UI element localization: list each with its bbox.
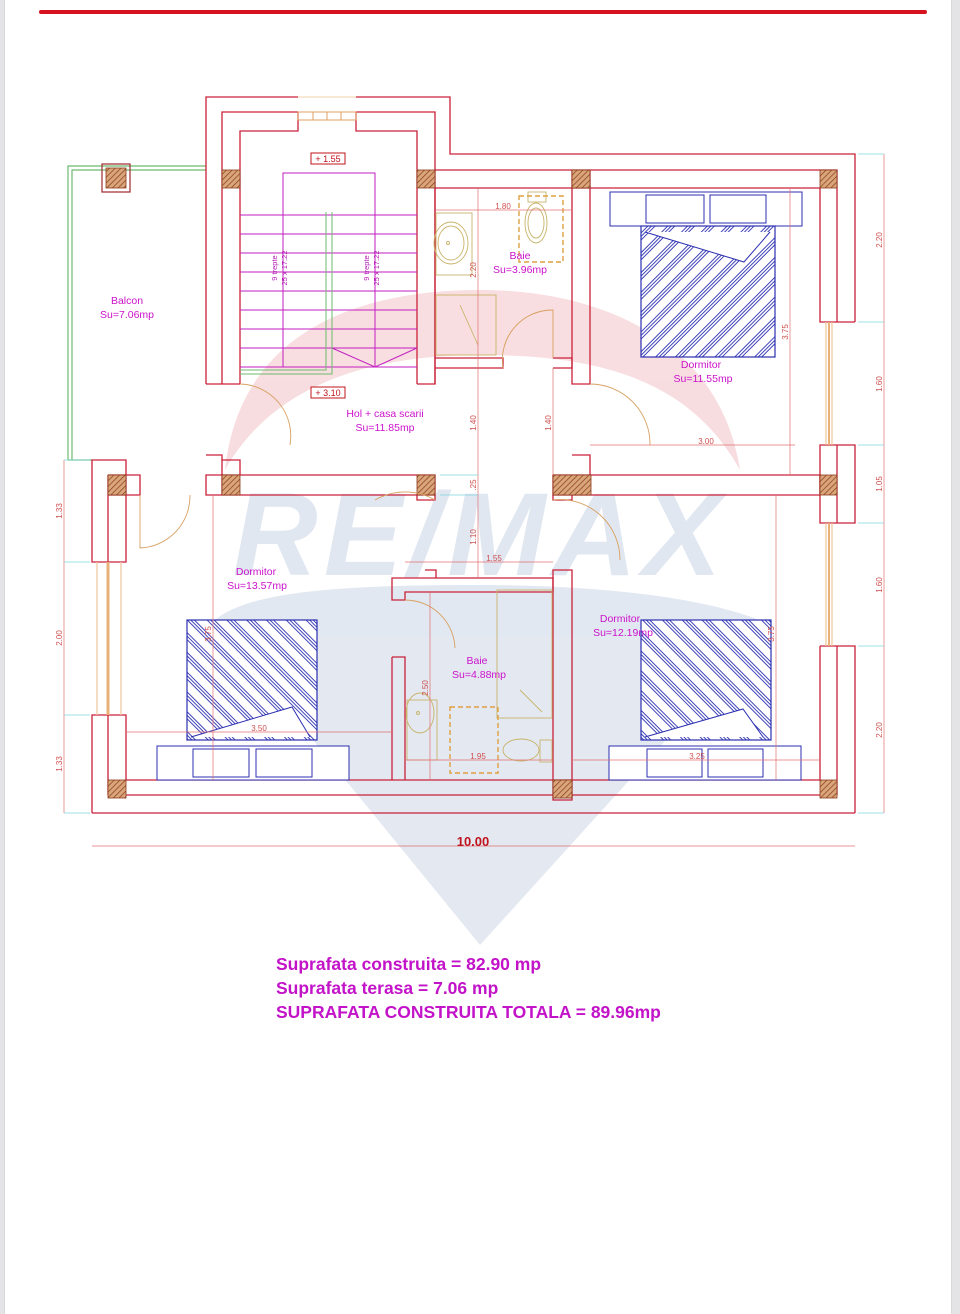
dim-corridor-lower: 1.10 <box>469 529 478 545</box>
dim-dormitor3-height: 3.75 <box>767 626 776 642</box>
dim-hol-right: 1.40 <box>544 415 553 431</box>
room-hol-area: Su=11.85mp <box>355 422 414 434</box>
dimension-lines <box>63 154 885 847</box>
staircase <box>240 172 418 368</box>
stair-window <box>297 96 357 121</box>
header-accent-bar <box>39 10 927 14</box>
dim-dormitor1-height: 3.75 <box>781 324 790 340</box>
windows <box>96 322 833 715</box>
stair-handrail <box>240 212 333 375</box>
dim-left-2: 2.00 <box>55 630 64 646</box>
room-hol-name: Hol + casa scarii <box>346 408 423 420</box>
dim-right-5: 2.20 <box>875 722 884 738</box>
dim-baie2-top: 1.55 <box>486 554 502 563</box>
door-swings <box>139 309 651 649</box>
sanitary-clearance-zones <box>449 195 564 774</box>
dim-wall-thickness: .25 <box>469 479 478 491</box>
bathroom-fixtures <box>405 191 553 763</box>
dim-dormitor1-width: 3.00 <box>698 437 714 446</box>
bed-dormitor-2 <box>156 619 350 781</box>
dim-left-1: 1.33 <box>55 503 64 519</box>
room-baie2-name: Baie <box>466 655 487 667</box>
dim-right-1: 2.20 <box>875 232 884 248</box>
dim-total-width: 10.00 <box>457 834 490 849</box>
summary-built-area: Suprafata construita = 82.90 mp <box>276 954 542 974</box>
room-balcon-area: Su=7.06mp <box>100 309 154 321</box>
remax-watermark: RE/MAX <box>215 290 770 945</box>
stair-right-size: 25 x 17.22 <box>372 250 381 285</box>
dim-baie2-height: 2.50 <box>421 680 430 696</box>
dim-baie1-height: 2.20 <box>469 262 478 278</box>
structural-columns <box>107 169 838 799</box>
summary-total-area: SUPRAFATA CONSTRUITA TOTALA = 89.96mp <box>276 1002 661 1022</box>
room-dormitor1-name: Dormitor <box>681 359 722 371</box>
dim-dormitor2-height: 3.75 <box>204 626 213 642</box>
bed-dormitor-1 <box>609 191 803 358</box>
area-summary: Suprafata construita = 82.90 mp Suprafat… <box>276 952 661 1024</box>
summary-terrace-area: Suprafata terasa = 7.06 mp <box>276 978 499 998</box>
dim-right-3: 1.05 <box>875 476 884 492</box>
room-baie1-name: Baie <box>509 250 530 262</box>
room-dormitor1-area: Su=11.55mp <box>673 373 732 385</box>
room-baie1-area: Su=3.96mp <box>493 264 547 276</box>
dimension-extension-lines <box>64 153 884 814</box>
dim-baie2-width: 1.95 <box>470 752 486 761</box>
dim-left-3: 1.33 <box>55 756 64 772</box>
room-balcon-name: Balcon <box>111 295 143 307</box>
room-dormitor3-area: Su=12.19mp <box>593 627 653 639</box>
dim-dormitor2-width: 3.50 <box>251 724 267 733</box>
level-top-text: + 1.55 <box>315 154 340 164</box>
dim-baie1-width: 1.80 <box>495 202 511 211</box>
dim-hol-left: 1.40 <box>469 415 478 431</box>
stair-left-steps: 9 trepte <box>270 255 279 280</box>
room-dormitor3-name: Dormitor <box>600 613 641 625</box>
room-baie2-area: Su=4.88mp <box>452 669 506 681</box>
room-dormitor2-area: Su=13.57mp <box>227 580 287 592</box>
dim-right-4: 1.60 <box>875 577 884 593</box>
stair-left-size: 25 x 17.22 <box>280 250 289 285</box>
bed-dormitor-3 <box>608 619 802 781</box>
level-marker-top <box>310 152 346 165</box>
level-marker-bottom <box>310 386 346 399</box>
stair-right-steps: 9 trepte <box>362 255 371 280</box>
dim-dormitor3-width: 3.25 <box>689 752 705 761</box>
dim-right-2: 1.60 <box>875 376 884 392</box>
svg-text:RE/MAX: RE/MAX <box>233 469 728 601</box>
level-bottom-text: + 3.10 <box>315 388 340 398</box>
room-dormitor2-name: Dormitor <box>236 566 277 578</box>
